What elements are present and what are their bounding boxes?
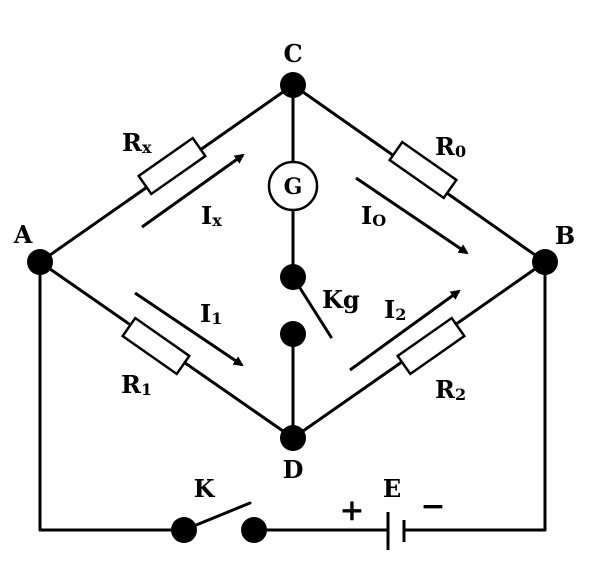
- current-ix-main: I: [201, 201, 212, 230]
- current-i2-main: I: [384, 295, 395, 324]
- node-b-label: B: [555, 221, 575, 250]
- k-right-terminal: [241, 517, 267, 543]
- current-i0-label: IO: [361, 201, 386, 230]
- resistor-r0: [387, 140, 459, 200]
- node-b-dot: [532, 249, 558, 275]
- battery-label: E: [383, 474, 401, 503]
- resistor-r2-main: R: [435, 375, 456, 404]
- resistor-rx-sub: x: [142, 138, 152, 157]
- current-i2-sub: 2: [395, 305, 406, 324]
- current-i1-label: I1: [200, 299, 222, 328]
- resistor-r1: [120, 316, 192, 376]
- node-a-dot: [27, 249, 53, 275]
- current-i2-label: I2: [384, 295, 406, 324]
- arrow-i2: [349, 289, 461, 372]
- current-ix-sub: x: [212, 211, 222, 230]
- resistor-r2-label: R2: [435, 375, 466, 404]
- node-d-label: D: [283, 455, 304, 484]
- resistor-rx-label: Rx: [122, 128, 152, 157]
- arrow-ix: [141, 153, 245, 229]
- battery-minus-sign: −: [420, 489, 445, 524]
- resistor-r0-sub: 0: [455, 142, 466, 161]
- switch-k-label: K: [194, 474, 216, 503]
- resistor-rx: [136, 136, 208, 196]
- arrow-i0: [355, 176, 469, 255]
- resistor-r1-sub: 1: [141, 380, 152, 399]
- current-ix-label: Ix: [201, 201, 222, 230]
- battery-plus-sign: +: [339, 493, 364, 528]
- resistor-r0-label: R0: [435, 132, 466, 161]
- switch-kg-label: Kg: [322, 285, 360, 314]
- resistor-r2-sub: 2: [455, 385, 466, 404]
- node-c-dot: [280, 72, 306, 98]
- current-i1-main: I: [200, 299, 211, 328]
- node-c-label: C: [283, 39, 302, 68]
- galvanometer-circle: [267, 160, 319, 212]
- resistor-r1-label: R1: [121, 370, 152, 399]
- resistor-r0-main: R: [435, 132, 456, 161]
- arrow-i1: [134, 291, 244, 367]
- node-d-dot: [280, 425, 306, 451]
- current-i0-sub: O: [372, 211, 386, 230]
- node-a-label: A: [13, 220, 33, 249]
- galvanometer-label: G: [284, 174, 303, 200]
- kg-lower-terminal: [280, 321, 306, 347]
- resistor-r1-main: R: [121, 370, 142, 399]
- current-i1-sub: 1: [211, 309, 222, 328]
- resistor-r2: [395, 316, 467, 376]
- current-i0-main: I: [361, 201, 372, 230]
- resistor-rx-main: R: [122, 128, 143, 157]
- kg-upper-terminal: [280, 264, 306, 290]
- k-left-terminal: [171, 517, 197, 543]
